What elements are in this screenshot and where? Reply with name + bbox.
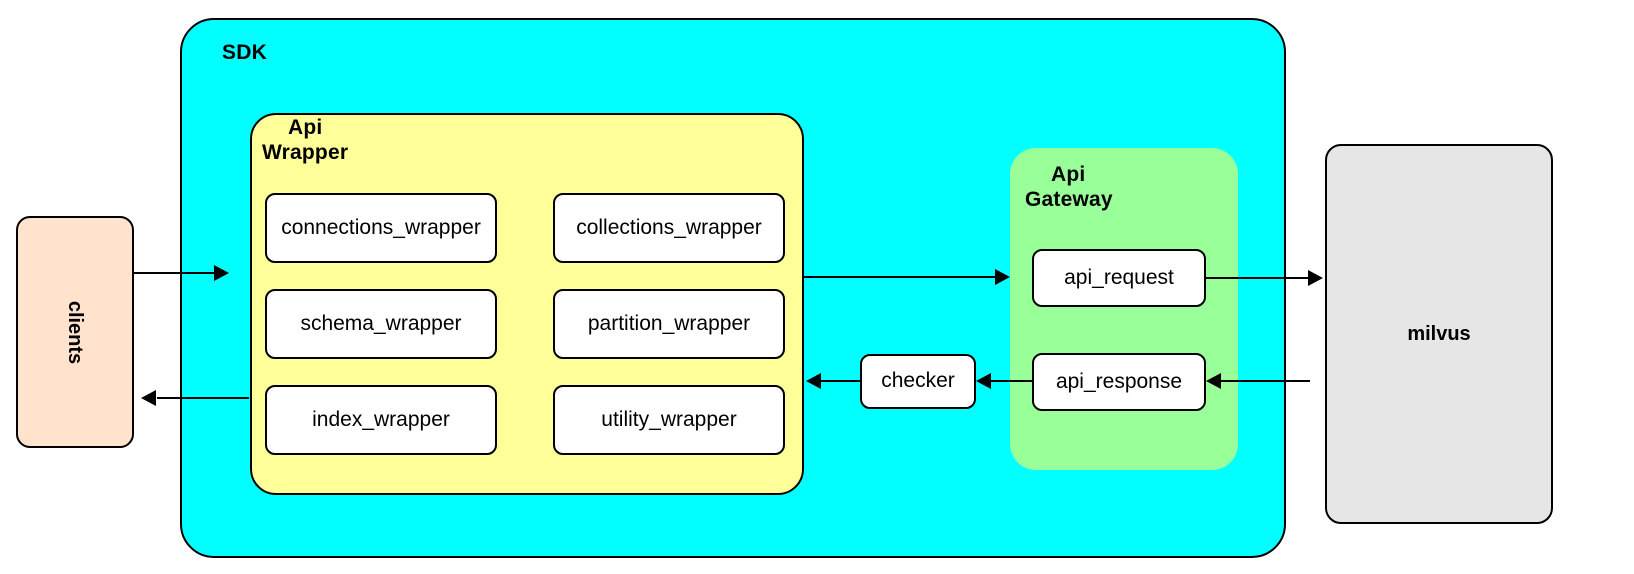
node-collections-wrapper-label: collections_wrapper [576, 215, 762, 239]
container-api-gateway[interactable] [1010, 148, 1238, 470]
node-milvus[interactable]: milvus [1325, 144, 1553, 524]
node-index-wrapper-label: index_wrapper [312, 407, 450, 431]
node-schema-wrapper-label: schema_wrapper [300, 311, 462, 335]
node-api-response[interactable]: api_response [1032, 353, 1206, 411]
node-collections-wrapper[interactable]: collections_wrapper [553, 193, 785, 263]
node-partition-wrapper-label: partition_wrapper [587, 311, 751, 335]
node-index-wrapper[interactable]: index_wrapper [265, 385, 497, 455]
node-connections-wrapper[interactable]: connections_wrapper [265, 193, 497, 263]
node-connections-wrapper-label: connections_wrapper [281, 215, 481, 239]
node-utility-wrapper-label: utility_wrapper [601, 407, 737, 431]
node-schema-wrapper[interactable]: schema_wrapper [265, 289, 497, 359]
node-clients-label: clients [64, 300, 87, 364]
node-api-request-label: api_request [1064, 265, 1174, 289]
node-milvus-label: milvus [1407, 322, 1471, 345]
node-api-request[interactable]: api_request [1032, 249, 1206, 307]
node-partition-wrapper[interactable]: partition_wrapper [553, 289, 785, 359]
node-checker[interactable]: checker [860, 354, 976, 409]
node-utility-wrapper[interactable]: utility_wrapper [553, 385, 785, 455]
node-checker-label: checker [881, 369, 955, 393]
node-api-response-label: api_response [1055, 369, 1183, 393]
node-clients[interactable]: clients [16, 216, 134, 448]
